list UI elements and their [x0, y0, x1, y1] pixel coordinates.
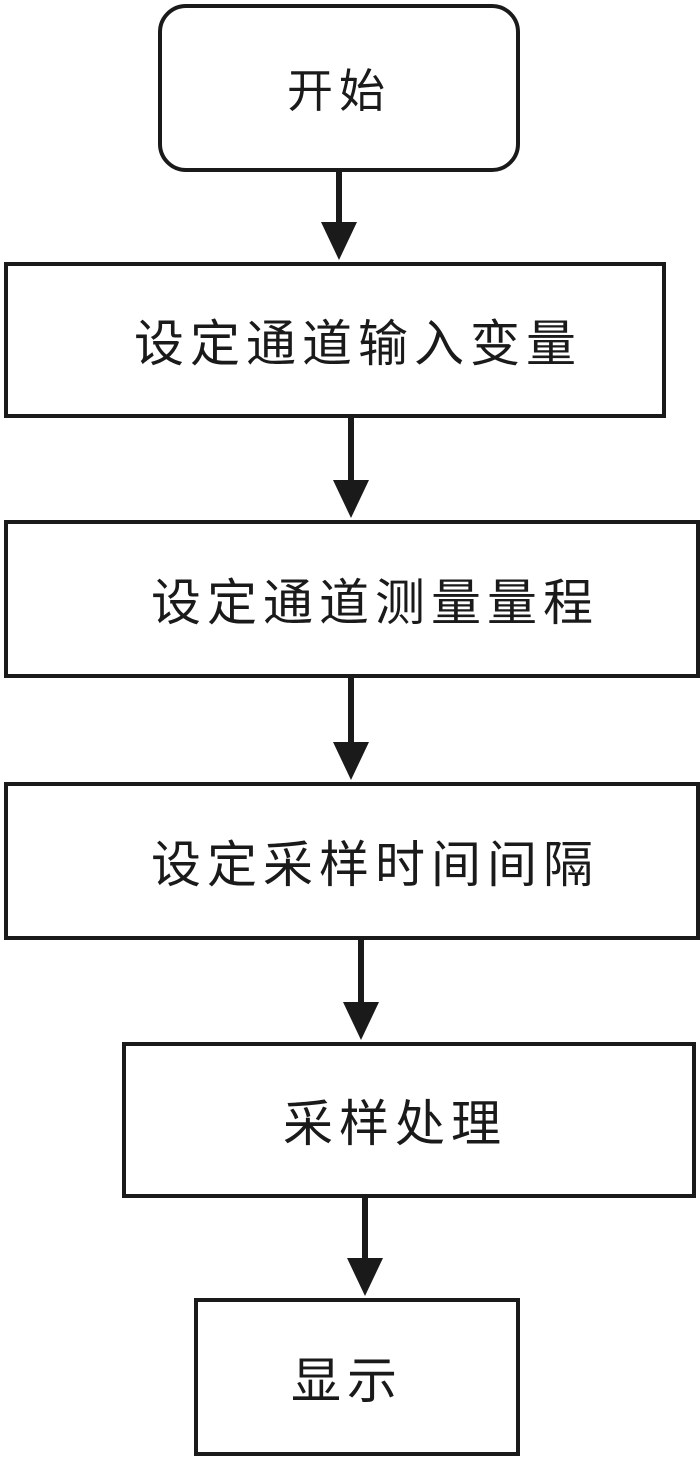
process-step-set-channel-input-variable: 设定通道输入变量: [4, 262, 666, 418]
arrow-step4-to-step5-head: [347, 1258, 383, 1296]
step-label: 设定通道测量量程: [151, 574, 599, 632]
step-label: 显示: [291, 1352, 403, 1410]
process-step-set-channel-measurement-range: 设定通道测量量程: [4, 520, 700, 678]
arrow-step2-to-step3-head: [333, 742, 369, 780]
step-label: 设定采样时间间隔: [151, 836, 599, 894]
start-terminal: 开始: [158, 4, 520, 172]
arrow-step1-to-step2-head: [333, 480, 369, 518]
step-label: 采样处理: [283, 1095, 507, 1153]
arrow-step3-to-step4-head: [343, 1002, 379, 1040]
arrow-start-to-step1-head: [321, 222, 357, 260]
process-step-display: 显示: [194, 1298, 520, 1456]
process-step-sampling-processing: 采样处理: [122, 1042, 696, 1198]
process-step-set-sampling-interval: 设定采样时间间隔: [4, 782, 700, 940]
step-label: 设定通道输入变量: [134, 315, 582, 373]
start-label: 开始: [287, 64, 391, 118]
